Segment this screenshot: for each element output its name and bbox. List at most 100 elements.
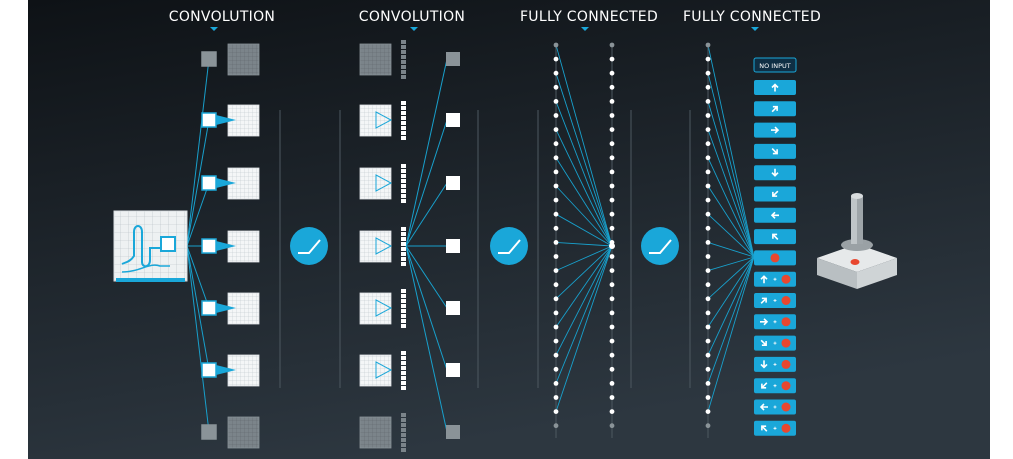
action-button[interactable] <box>754 186 796 202</box>
filter-bar <box>401 299 406 303</box>
projection-cone <box>216 241 236 251</box>
projection-cone <box>375 174 393 192</box>
connection-line <box>186 119 210 247</box>
action-button[interactable] <box>754 335 796 351</box>
header-label: FULLY CONNECTED <box>520 9 658 25</box>
arrow-down-right-icon <box>771 148 778 155</box>
connection-line <box>186 58 210 247</box>
fc-node <box>553 324 559 330</box>
action-button[interactable] <box>754 399 796 415</box>
action-outputs: NO INPUT <box>753 57 797 436</box>
game-screen-icon <box>113 210 188 282</box>
arrow-up-right-icon <box>771 105 778 113</box>
projection-cone <box>375 361 393 379</box>
filter-bar <box>401 294 406 298</box>
action-button[interactable] <box>754 165 796 181</box>
arrow-shape <box>760 297 767 304</box>
fire-icon <box>781 274 791 284</box>
action-button[interactable] <box>754 420 796 436</box>
fc-node <box>553 240 559 245</box>
action-button[interactable] <box>754 80 796 95</box>
fc-node <box>609 254 615 259</box>
filter-bar <box>401 199 406 203</box>
action-button[interactable] <box>754 356 796 372</box>
conv-output-node <box>446 52 460 66</box>
arrow-up-icon <box>771 83 779 92</box>
filter-bar <box>401 227 406 231</box>
filter-bar <box>401 194 406 198</box>
connection-line <box>707 157 755 258</box>
projection-cone <box>216 178 236 188</box>
plus-icon <box>773 362 777 366</box>
filter-bar <box>401 438 406 442</box>
connection-line <box>555 73 613 247</box>
fc-node <box>553 169 559 175</box>
fc-node <box>609 70 615 76</box>
connection-line <box>707 213 755 258</box>
filter-bar <box>401 232 406 236</box>
conv-output-node <box>446 176 460 190</box>
connection-line <box>405 58 448 247</box>
fc-node <box>705 127 711 132</box>
filter-bar <box>401 252 406 256</box>
filter-node <box>201 51 217 67</box>
fc-node <box>705 70 711 76</box>
filter-bar <box>401 169 406 173</box>
connection-line <box>707 101 755 258</box>
arrow-down-left-icon <box>761 382 768 389</box>
feature-map <box>359 43 392 76</box>
connection-line <box>555 245 613 328</box>
fire-icon <box>781 359 791 369</box>
fc-node <box>705 324 711 330</box>
fc-node <box>553 352 559 358</box>
conv-output-node <box>446 363 460 377</box>
action-button[interactable] <box>754 101 796 117</box>
arrow-right-icon <box>771 126 780 134</box>
fc-node <box>609 56 615 62</box>
arrow-up-right-icon <box>760 297 767 304</box>
projection-cone <box>216 365 236 375</box>
connection-line <box>186 245 210 371</box>
filter-bar <box>401 101 406 105</box>
connection-line <box>707 73 755 258</box>
connection-line <box>405 245 448 309</box>
fc-hub-node <box>609 243 615 249</box>
fc-node <box>553 254 559 259</box>
action-button[interactable] <box>754 293 796 308</box>
joystick-icon <box>817 193 897 289</box>
arrow-shape <box>771 168 779 177</box>
filter-node <box>201 424 217 440</box>
connection-line <box>707 129 755 258</box>
filter-bar <box>401 376 406 380</box>
projection-cone <box>375 237 393 255</box>
fc-node <box>705 338 711 344</box>
filter-bar <box>401 164 406 168</box>
action-button[interactable] <box>754 314 796 330</box>
fc-node <box>705 381 711 386</box>
connection-line <box>555 241 613 247</box>
feature-map <box>359 416 392 449</box>
plus-icon <box>773 299 777 302</box>
conv-output-node <box>446 239 460 253</box>
filter-node <box>201 362 217 378</box>
fc-node <box>705 225 711 231</box>
action-button[interactable] <box>754 122 796 138</box>
fc-node <box>705 169 711 175</box>
fc-node <box>553 395 559 400</box>
fc-node <box>553 423 559 429</box>
action-button[interactable] <box>754 271 796 287</box>
action-button[interactable] <box>754 250 796 266</box>
action-button[interactable] <box>754 207 796 223</box>
filter-bar <box>401 55 406 59</box>
connection-line <box>405 245 448 433</box>
arrow-shape <box>772 233 779 240</box>
fc-node <box>553 56 559 62</box>
filter-node <box>201 175 217 191</box>
connection-line <box>707 256 755 412</box>
fc-node <box>705 113 711 118</box>
arrow-up-left-icon <box>761 425 768 432</box>
action-button[interactable] <box>754 229 796 245</box>
action-button[interactable] <box>754 378 796 394</box>
action-button[interactable] <box>754 143 796 159</box>
